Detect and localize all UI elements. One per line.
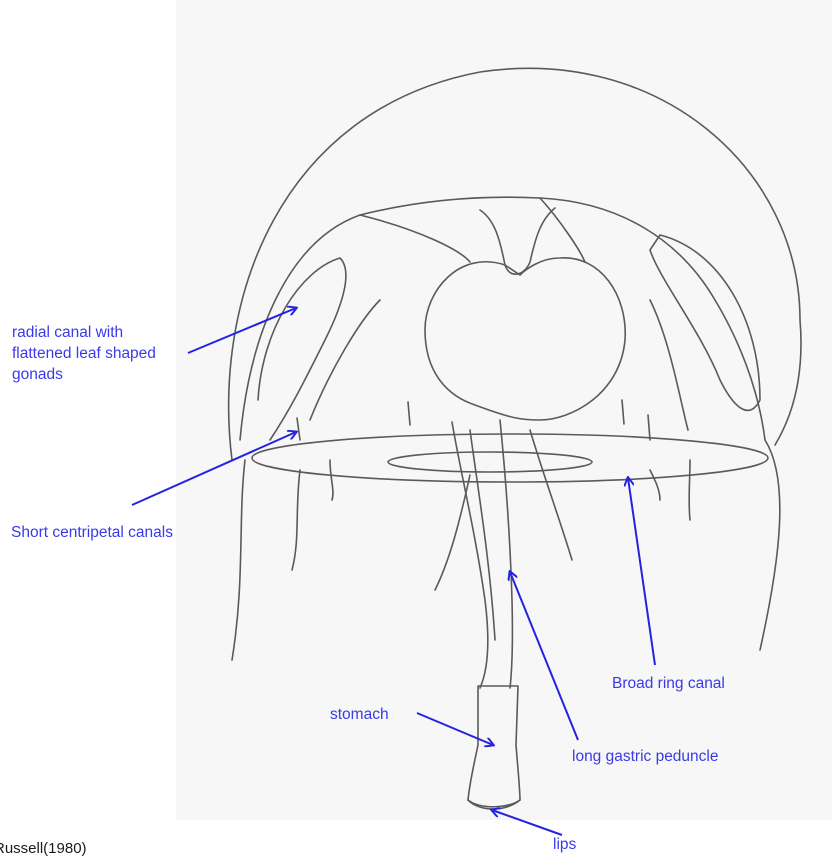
label-radial-canal-line3: gonads (12, 364, 63, 385)
label-lips: lips (553, 834, 576, 855)
label-stomach: stomach (330, 704, 389, 725)
label-ring-canal: Broad ring canal (612, 673, 725, 694)
figure-credit: Russell(1980) (0, 840, 87, 857)
label-radial-canal-line2: flattened leaf shaped (12, 343, 156, 364)
tentacle (689, 460, 690, 520)
label-gastric-peduncle: long gastric peduncle (572, 746, 719, 767)
label-centripetal-canals: Short centripetal canals (11, 522, 173, 543)
drawing-panel (176, 0, 832, 820)
label-radial-canal-line1: radial canal with (12, 322, 123, 343)
